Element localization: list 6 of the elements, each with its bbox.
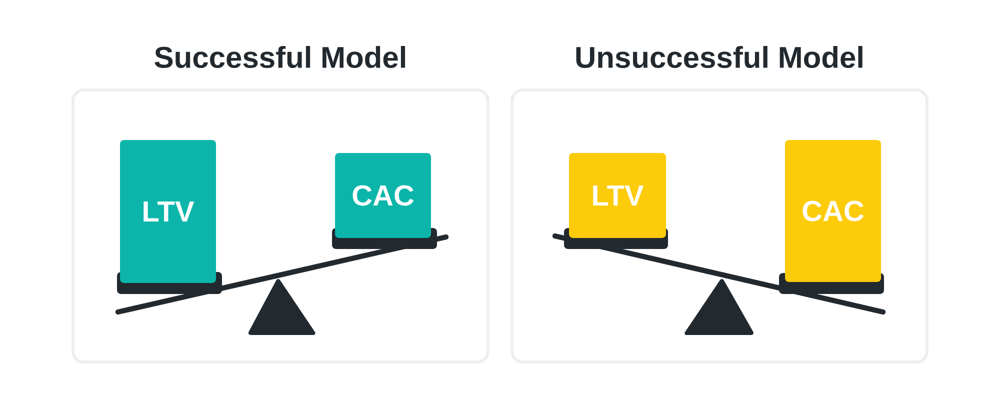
panel-heading: Successful Model — [154, 46, 406, 68]
panel-heading: Unsuccessful Model — [576, 46, 862, 68]
weight-block: LTV — [120, 140, 216, 283]
weight-block: CAC — [335, 153, 431, 238]
weight-block: LTV — [569, 153, 666, 238]
weight-block: CAC — [785, 140, 881, 282]
